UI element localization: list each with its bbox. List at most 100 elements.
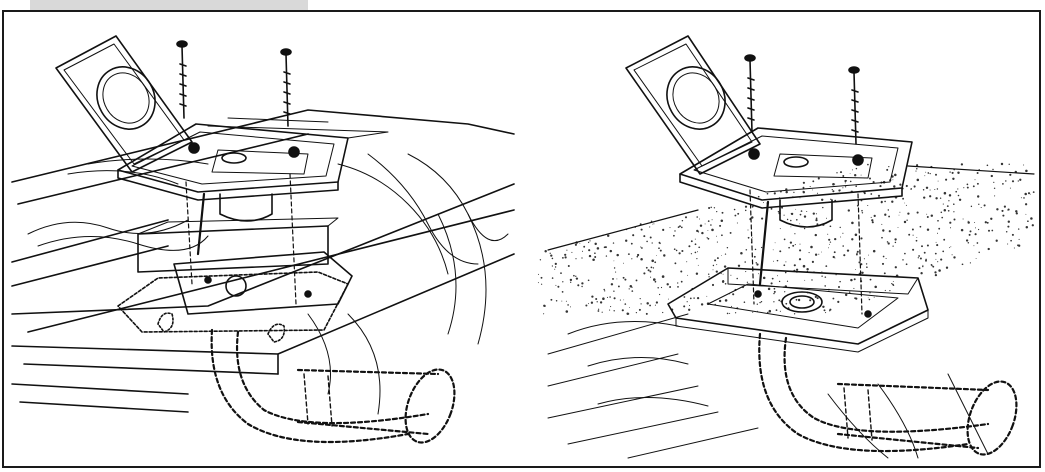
concrete-speck — [842, 187, 844, 189]
concrete-speck — [681, 249, 684, 253]
concrete-speck — [638, 308, 641, 311]
concrete-speck — [937, 261, 939, 263]
concrete-speck — [698, 246, 701, 249]
concrete-speck — [860, 237, 863, 240]
concrete-speck — [792, 244, 795, 247]
concrete-speck — [588, 249, 591, 252]
concrete-speck — [930, 264, 933, 266]
concrete-speck — [892, 283, 894, 286]
concrete-speck — [631, 290, 634, 292]
concrete-speck — [729, 312, 731, 314]
concrete-speck — [814, 295, 817, 298]
concrete-speck — [856, 250, 859, 253]
concrete-speck — [817, 177, 820, 180]
concrete-speck — [706, 237, 708, 239]
concrete-speck — [597, 310, 600, 312]
concrete-speck — [858, 261, 861, 264]
concrete-speck — [855, 185, 857, 187]
concrete-speck — [689, 297, 692, 300]
concrete-speck — [934, 188, 936, 191]
concrete-speck — [652, 267, 655, 269]
concrete-speck — [809, 186, 811, 188]
concrete-speck — [606, 296, 609, 298]
concrete-speck — [587, 279, 590, 282]
concrete-speck — [732, 293, 735, 296]
concrete-speck — [707, 229, 709, 231]
concrete-speck — [938, 269, 941, 272]
concrete-speck — [987, 247, 990, 251]
concrete-speck — [645, 266, 648, 269]
concrete-speck — [916, 211, 919, 214]
concrete-speck — [585, 304, 588, 307]
concrete-speck — [601, 311, 603, 313]
concrete-speck — [915, 239, 918, 242]
concrete-speck — [799, 223, 801, 225]
concrete-speck — [993, 187, 996, 190]
concrete-speck — [935, 173, 937, 176]
concrete-speck — [929, 195, 932, 198]
concrete-speck — [860, 174, 862, 176]
concrete-speck — [885, 257, 887, 260]
concrete-speck — [990, 174, 993, 178]
concrete-speck — [609, 249, 613, 253]
concrete-speck — [679, 225, 681, 228]
concrete-speck — [1002, 214, 1005, 217]
concrete-speck — [1027, 220, 1029, 223]
concrete-speck — [619, 299, 621, 301]
concrete-speck — [647, 269, 650, 272]
concrete-speck — [794, 244, 796, 246]
concrete-speck — [734, 312, 737, 314]
concrete-speck — [581, 257, 583, 259]
concrete-speck — [916, 168, 918, 170]
concrete-speck — [934, 271, 937, 274]
concrete-speck — [962, 218, 964, 220]
concrete-speck — [610, 306, 612, 308]
concrete-speck — [592, 258, 595, 261]
concrete-speck — [905, 204, 907, 206]
concrete-speck — [986, 164, 989, 167]
floor-box-base — [117, 251, 353, 343]
concrete-speck — [953, 203, 955, 205]
concrete-speck — [684, 216, 688, 219]
concrete-speck — [649, 270, 652, 273]
cover-plate — [679, 127, 913, 209]
concrete-speck — [828, 247, 829, 249]
concrete-speck — [712, 264, 715, 267]
concrete-speck — [889, 289, 891, 292]
concrete-speck — [894, 238, 897, 241]
concrete-speck — [923, 196, 926, 199]
concrete-speck — [968, 233, 971, 236]
concrete-speck — [577, 284, 580, 287]
concrete-speck — [870, 216, 872, 218]
concrete-speck — [925, 186, 929, 190]
concrete-speck — [1025, 213, 1027, 215]
concrete-speck — [646, 302, 649, 305]
concrete-speck — [797, 298, 801, 302]
concrete-speck — [868, 254, 870, 256]
concrete-speck — [1005, 230, 1008, 233]
concrete-speck — [1010, 239, 1012, 242]
concrete-speck — [632, 234, 635, 237]
concrete-speck — [609, 296, 611, 298]
concrete-speck — [743, 301, 746, 303]
concrete-speck — [551, 277, 554, 279]
concrete-speck — [975, 227, 976, 229]
concrete-speck — [812, 189, 813, 191]
concrete-speck — [707, 220, 710, 222]
concrete-speck — [919, 257, 922, 260]
concrete-speck — [719, 224, 722, 227]
concrete-speck — [995, 239, 998, 242]
concrete-speck — [640, 258, 643, 261]
concrete-speck — [947, 209, 950, 212]
concrete-speck — [871, 219, 874, 222]
concrete-speck — [987, 229, 991, 232]
concrete-speck — [827, 233, 829, 235]
concrete-speck — [696, 258, 698, 260]
concrete-speck — [825, 312, 827, 314]
concrete-speck — [843, 254, 846, 257]
concrete-speck — [942, 250, 945, 253]
concrete-speck — [892, 281, 894, 283]
concrete-speck — [1024, 203, 1028, 206]
concrete-speck — [853, 287, 855, 289]
concrete-speck — [680, 270, 683, 273]
